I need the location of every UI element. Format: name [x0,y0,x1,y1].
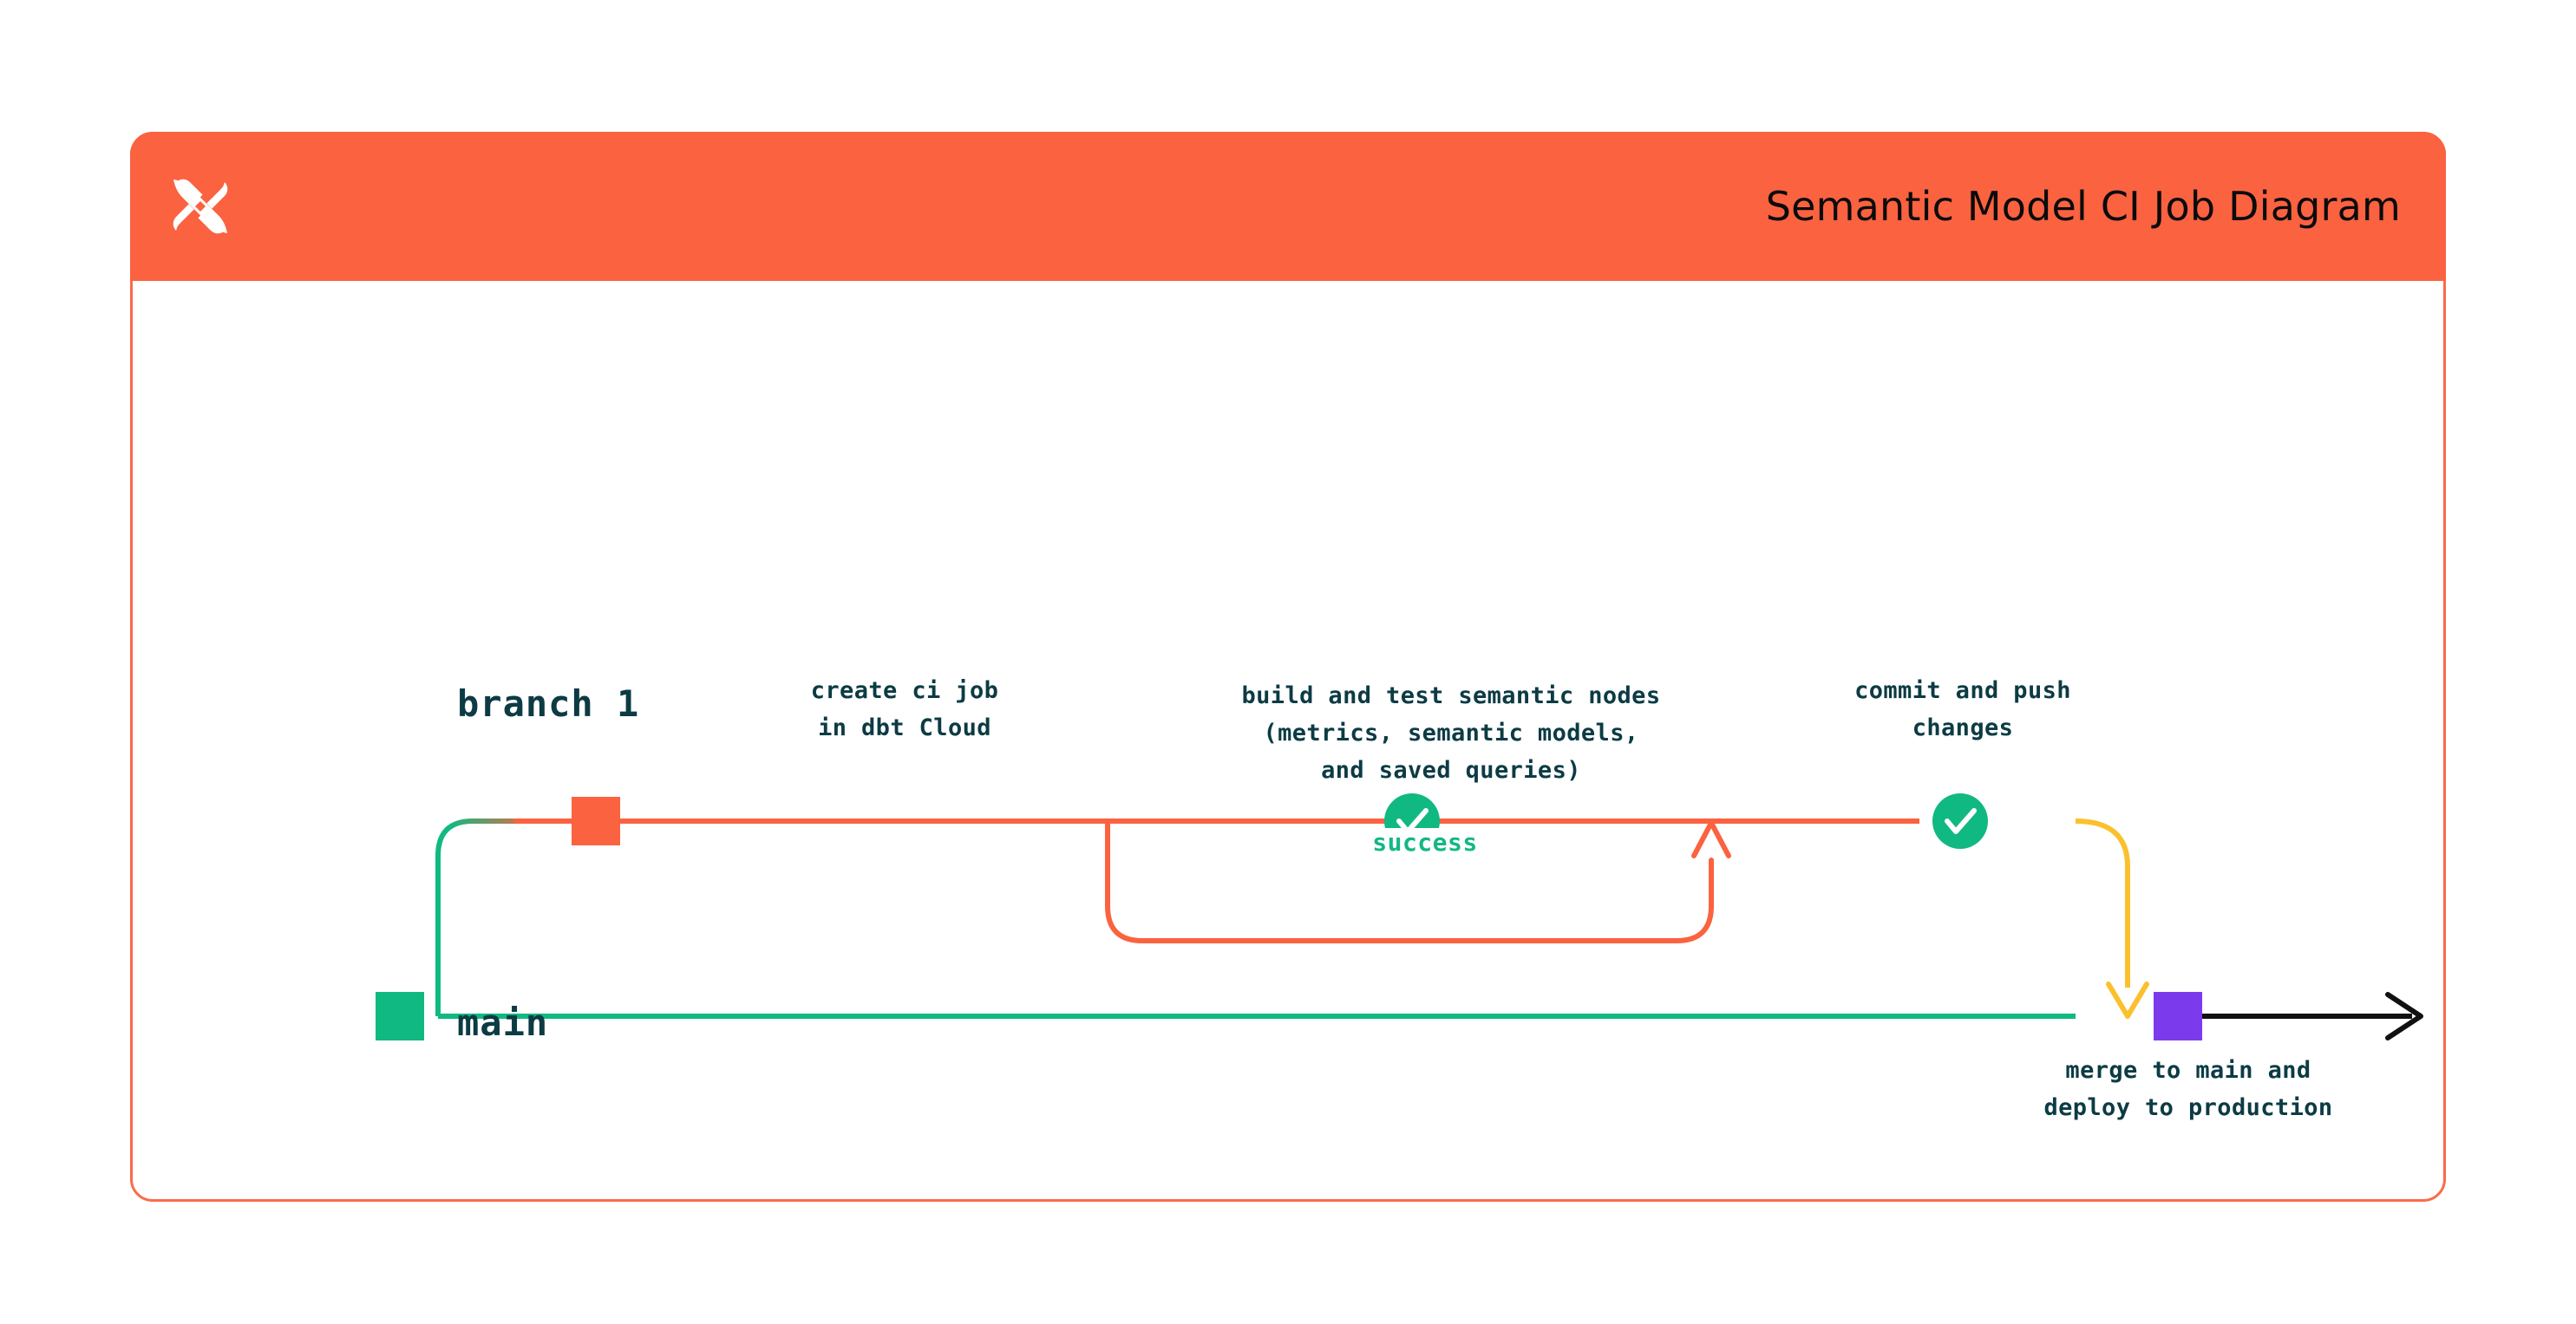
node-marker-create-ci-job [572,797,620,845]
node-caption-create-ci-job: create ci job in dbt Cloud [810,677,999,741]
production-arrow [2180,992,2423,1040]
lane-label-main: main [457,1001,549,1044]
card-header: Semantic Model CI Job Diagram [130,132,2446,281]
diagram-canvas [133,284,2443,1202]
page-title: Semantic Model CI Job Diagram [1765,183,2401,230]
node-caption-merge-to-main: merge to main and deploy to production [2043,1057,2333,1121]
node-marker-commit-and-push [1932,793,1988,849]
flow-graph [376,793,2423,1040]
main-start-marker [376,992,424,1040]
success-loop-path [1105,819,1731,943]
success-loop-label: success [1252,828,1599,857]
dbt-logo-icon [173,179,228,234]
branch-spur-line [435,819,540,1016]
success-loop-arrowhead [1691,820,1731,858]
merge-down-arrowhead [2106,982,2149,1019]
check-icon [1945,808,1977,834]
merge-down-path [2075,819,2149,1019]
diagram-card: Semantic Model CI Job Diagram [130,132,2446,1202]
lane-label-branch1: branch 1 [457,682,640,725]
node-caption-build-and-test: build and test semantic nodes (metrics, … [1241,682,1661,784]
node-caption-commit-and-push: commit and push changes [1854,677,2071,741]
node-marker-merge-to-main [2154,992,2202,1040]
